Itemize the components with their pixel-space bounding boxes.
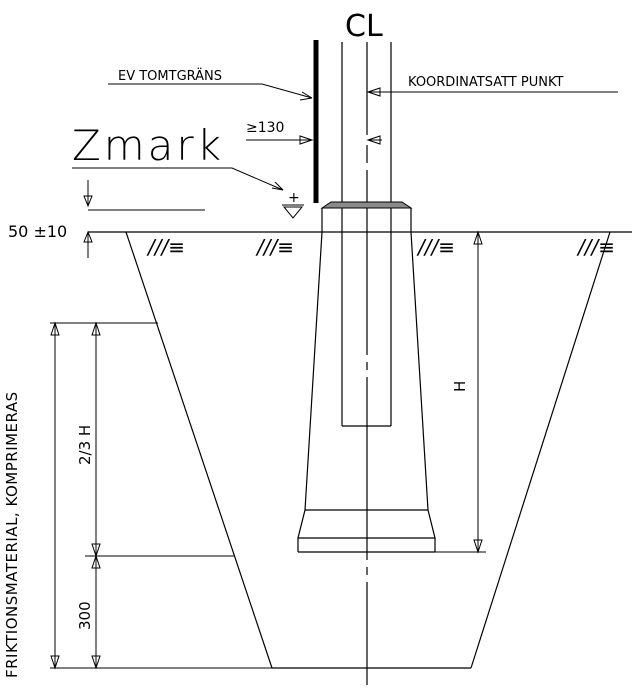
soil-hatch-1: ///≡ — [146, 235, 185, 259]
soil-hatch-2: ///≡ — [255, 235, 294, 259]
fill-material-label: FRIKTIONSMATERIAL, KOMPRIMERAS — [3, 391, 21, 678]
centerline-label: CL — [345, 9, 383, 44]
property-line-label: EV TOMTGRÄNS — [118, 68, 222, 84]
left-dimension-chain: 2/3 H 300 — [50, 321, 272, 670]
level-marker-triangle — [282, 206, 304, 219]
property-line-leader — [108, 83, 313, 99]
soil-hatch-3: ///≡ — [416, 235, 455, 259]
pole-top-cap — [320, 201, 413, 209]
ground-level-label: Zmark — [72, 121, 224, 170]
depth-label: H — [451, 381, 469, 392]
depth-dimension: H — [435, 230, 486, 554]
soil-hatch-4: ///≡ — [576, 235, 615, 259]
coordinate-point-arrow — [366, 87, 381, 97]
min-offset-label: ≥130 — [246, 120, 284, 136]
height-tolerance-label: 50 ±10 — [8, 222, 67, 241]
ground-level-leader — [72, 167, 284, 191]
foundation — [297, 201, 436, 553]
excavation-pit — [125, 231, 611, 669]
two-thirds-label: 2/3 H — [76, 425, 94, 465]
level-marker-plus: + — [288, 190, 300, 206]
coordinate-point-label: KOORDINATSATT PUNKT — [408, 75, 563, 90]
bottom-layer-label: 300 — [76, 601, 94, 630]
